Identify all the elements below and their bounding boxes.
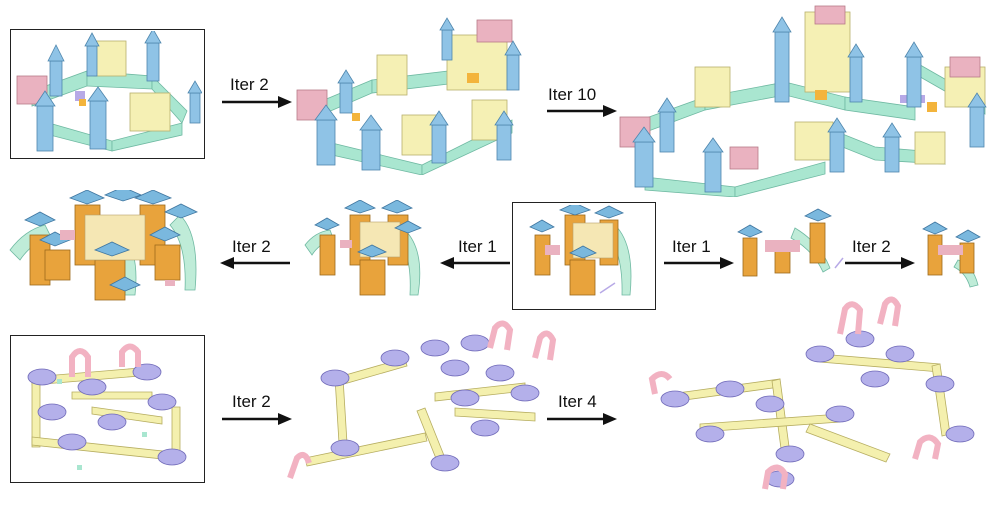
track-input-model [27,343,187,470]
arrow-label-play-iter1-left: Iter 1 [458,237,497,256]
arrow-track-2 [547,413,617,425]
playground-iter1-right-model [737,208,844,277]
arrow-play-4 [845,257,915,269]
arrow-castle-1 [222,96,292,108]
playground-iter2-left-model [9,190,198,301]
arrow-label-castle-iter2: Iter 2 [230,75,269,94]
arrow-label-track-iter4: Iter 4 [558,392,597,411]
arrow-play-1 [220,257,290,269]
castle-input-model [16,31,202,152]
arrow-label-castle-iter10: Iter 10 [548,85,597,104]
arrow-castle-2 [547,105,617,117]
track-iter4-model [648,296,975,490]
arrow-play-3 [664,257,734,269]
arrow-label-play-iter2-left: Iter 2 [232,237,271,256]
arrow-track-1 [222,413,292,425]
track-iter2-model [287,320,557,479]
castle-iter2-model [296,17,522,175]
arrow-label-play-iter1-right: Iter 1 [672,237,711,256]
arrow-label-play-iter2-right: Iter 2 [852,237,891,256]
castle-iter10-model [619,5,987,197]
playground-iter1-left-model [304,200,422,296]
playground-iter2-right-model [922,221,981,288]
arrow-label-track-iter2: Iter 2 [232,392,271,411]
arrow-play-2 [440,257,510,269]
playground-input-model [529,205,632,296]
